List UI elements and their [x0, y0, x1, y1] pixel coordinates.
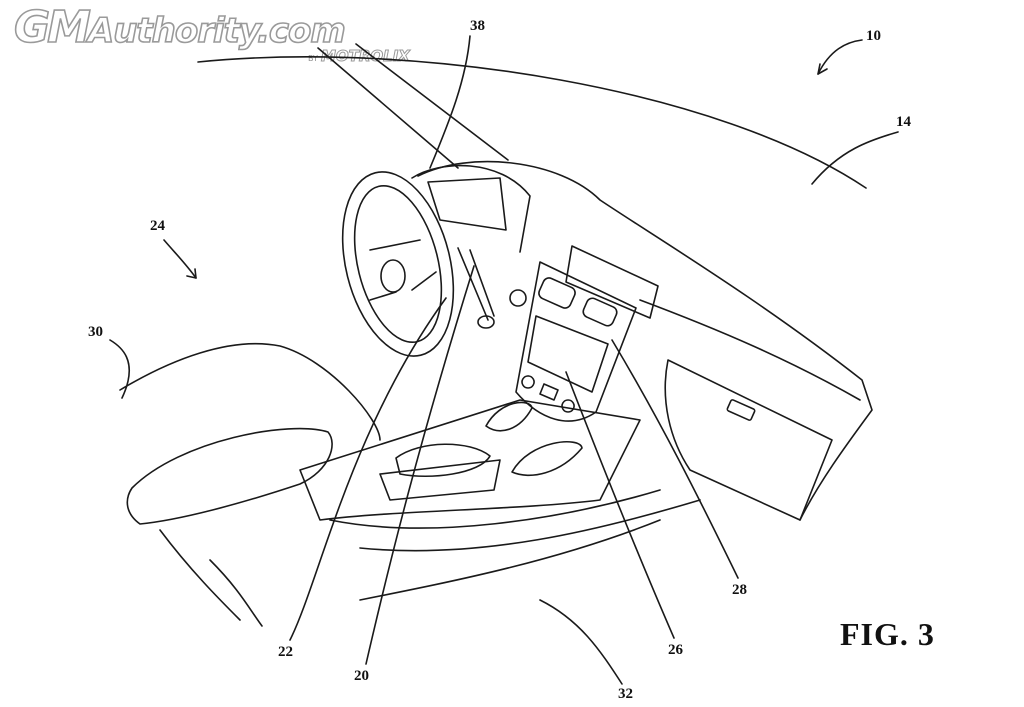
- leader-38: [429, 35, 471, 169]
- instrument-cluster: [427, 177, 507, 231]
- ref-28: 28: [732, 582, 747, 598]
- dashboard-front-edge: [639, 299, 861, 401]
- ref-38: 38: [470, 18, 485, 34]
- watermark-partner-name: MOTROLIX: [320, 47, 410, 65]
- steering-column-stalk: [457, 247, 495, 321]
- ref-26: 26: [668, 642, 684, 658]
- control-knobs: [521, 375, 575, 413]
- ref-22: 22: [278, 644, 293, 660]
- watermark-brand: GMAuthority.com: [13, 5, 347, 52]
- upper-display: [565, 245, 659, 319]
- vent-right: [582, 297, 618, 327]
- console-grip-left: [485, 401, 533, 432]
- floor-edge: [359, 519, 661, 601]
- a-pillar-left: [317, 47, 459, 169]
- ref-20: 20: [354, 668, 369, 684]
- ref-24: 24: [150, 218, 166, 234]
- instrument-hood: [411, 164, 531, 253]
- leader-26: [565, 371, 675, 639]
- touch-display: [527, 315, 609, 393]
- console-body: [299, 399, 641, 521]
- armrest: [126, 427, 333, 525]
- floor-trim: [159, 529, 263, 627]
- windshield-edge: [197, 56, 867, 189]
- steering-spokes: [369, 239, 437, 301]
- watermark-by: BY: [308, 54, 318, 63]
- figure-label: FIG. 3: [840, 616, 935, 652]
- ref-30: 30: [88, 324, 103, 340]
- leader-24: [163, 239, 197, 279]
- leader-30: [109, 339, 130, 399]
- console-grip-right: [511, 441, 583, 477]
- ref-32: 32: [618, 686, 633, 702]
- leader-20: [365, 265, 475, 665]
- arrow-24: [186, 268, 197, 279]
- dashboard-top: [417, 160, 873, 521]
- leader-14: [811, 131, 899, 185]
- seat-cushion: [119, 342, 381, 441]
- glovebox: [664, 359, 833, 521]
- lower-console: [329, 489, 701, 552]
- steering-wheel-inner: [353, 184, 443, 344]
- glovebox-latch: [726, 399, 756, 421]
- shifter-area: [395, 443, 491, 478]
- stalk-tip: [477, 315, 495, 329]
- leader-28: [611, 339, 739, 579]
- steering-wheel-rim: [341, 171, 455, 357]
- ignition-knob: [509, 289, 527, 307]
- ref-14: 14: [896, 114, 912, 130]
- a-pillar-right: [355, 43, 509, 161]
- leader-22: [289, 297, 447, 641]
- watermark-brand-rest: Authority.com: [87, 10, 347, 52]
- leader-32: [539, 599, 623, 685]
- arrow-10: [817, 63, 828, 75]
- vent-left: [538, 277, 576, 309]
- ref-10: 10: [866, 28, 881, 44]
- console-cupholders: [379, 459, 501, 501]
- leader-10: [817, 39, 863, 75]
- watermark-brand-prefix: GM: [13, 2, 92, 53]
- steering-hub: [380, 259, 406, 293]
